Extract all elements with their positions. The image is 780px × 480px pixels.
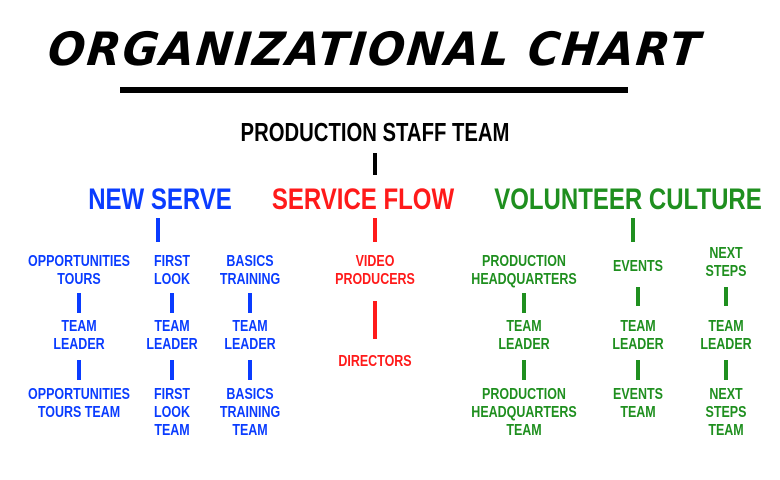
node-connector (248, 360, 252, 380)
node-connector (170, 360, 174, 380)
chart-title: ORGANIZATIONAL CHART (45, 22, 705, 76)
org-node: EVENTS (613, 258, 663, 275)
root-node: PRODUCTION STAFF TEAM (240, 117, 510, 147)
root-connector (373, 153, 377, 175)
node-connector (522, 360, 526, 380)
node-connector (522, 293, 526, 313)
node-connector (724, 287, 728, 306)
org-node: DIRECTORS (338, 353, 412, 370)
node-connector (248, 293, 252, 313)
node-connector (724, 360, 728, 380)
department-header-new-serve: NEW SERVE (88, 183, 232, 216)
department-connector (156, 218, 160, 242)
node-connector (373, 301, 377, 339)
node-connector (636, 287, 640, 306)
node-connector (636, 360, 640, 380)
department-connector (373, 218, 377, 242)
node-connector (77, 360, 81, 380)
department-header-service-flow: SERVICE FLOW (271, 183, 455, 216)
node-connector (77, 293, 81, 313)
department-connector (631, 218, 635, 242)
title-underline (120, 87, 628, 93)
node-connector (170, 293, 174, 313)
department-header-volunteer-culture: VOLUNTEER CULTURE (494, 183, 762, 216)
